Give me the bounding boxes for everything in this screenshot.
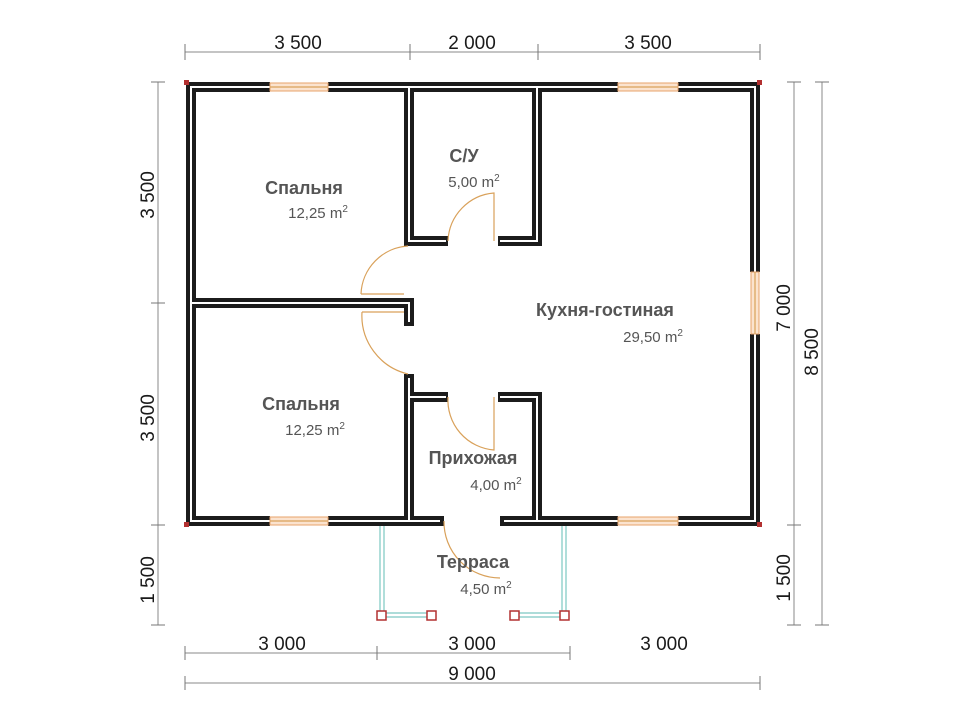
dim-bottom-2: 3 000 <box>448 634 496 655</box>
room-name-terrace: Терраса <box>437 552 510 572</box>
walls <box>186 82 760 526</box>
dim-left-3: 1 500 <box>138 556 159 604</box>
room-name-hall: Прихожая <box>429 448 518 468</box>
room-name-bedroom-bottom: Спальня <box>262 394 340 414</box>
door-bedroom-top <box>360 245 409 295</box>
room-area-kitchen: 29,50 m2 <box>623 328 683 346</box>
room-area-bathroom: 5,00 m2 <box>448 173 500 191</box>
room-name-bathroom: С/У <box>449 146 479 166</box>
dim-top-2: 2 000 <box>448 33 496 54</box>
dimension-labels: 3 500 2 000 3 500 3 000 3 000 3 000 9 00… <box>138 33 823 685</box>
corner-markers <box>184 80 762 527</box>
windows <box>269 82 760 526</box>
dim-right-1: 7 000 <box>774 284 795 332</box>
doors <box>360 192 501 579</box>
door-hall <box>447 396 495 451</box>
terrace-railing <box>376 526 570 621</box>
dim-right-total: 8 500 <box>802 328 823 376</box>
dimension-lines <box>151 44 829 690</box>
terrace-post-1 <box>376 610 387 621</box>
dim-right-2: 1 500 <box>774 554 795 602</box>
room-labels: Спальня 12,25 m2 С/У 5,00 m2 Кухня-гости… <box>262 146 683 598</box>
door-entrance <box>443 520 501 579</box>
room-name-bedroom-top: Спальня <box>265 178 343 198</box>
room-area-hall: 4,00 m2 <box>470 476 522 494</box>
terrace-post-4 <box>559 610 570 621</box>
door-bathroom <box>447 192 495 242</box>
dim-top-1: 3 500 <box>274 33 322 54</box>
dim-top-3: 3 500 <box>624 33 672 54</box>
dim-left-1: 3 500 <box>138 171 159 219</box>
terrace-post-2 <box>426 610 437 621</box>
dim-left-2: 3 500 <box>138 394 159 442</box>
dim-bottom-total: 9 000 <box>448 664 496 685</box>
terrace-post-3 <box>509 610 520 621</box>
room-name-kitchen: Кухня-гостиная <box>536 300 674 320</box>
room-area-bedroom-top: 12,25 m2 <box>288 204 348 222</box>
room-area-terrace: 4,50 m2 <box>460 580 512 598</box>
dim-bottom-3: 3 000 <box>640 634 688 655</box>
dim-bottom-1: 3 000 <box>258 634 306 655</box>
door-bedroom-bottom <box>361 311 409 375</box>
room-area-bedroom-bottom: 12,25 m2 <box>285 421 345 439</box>
